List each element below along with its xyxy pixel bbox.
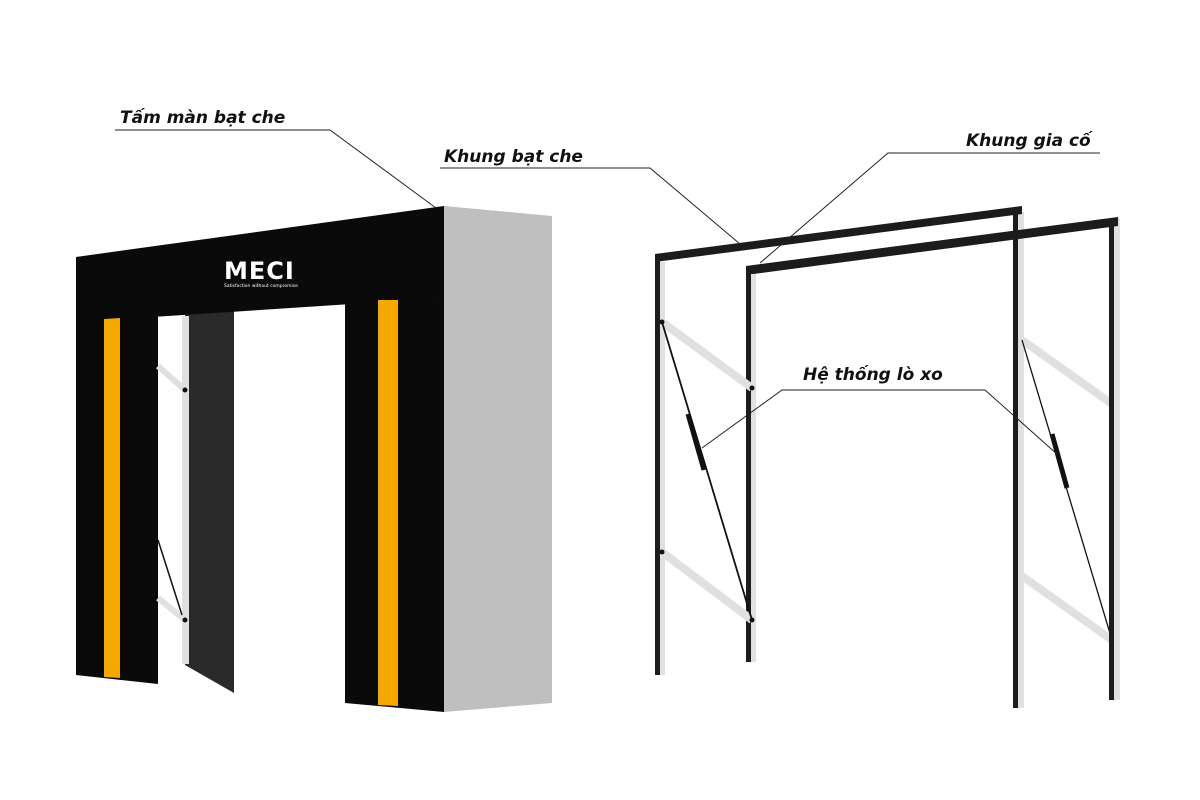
inner-pivot-upper: [182, 387, 188, 393]
canopy-frame-right-post: [1013, 210, 1018, 708]
pivot-left-lower-back: [749, 617, 755, 623]
leader-curtain-panel: [115, 129, 437, 209]
shelter-top-canopy: [76, 206, 444, 322]
inner-pivot-lower: [182, 617, 188, 623]
canopy-frame-left-post: [655, 254, 660, 675]
label-curtain-panel: Tấm màn bạt che: [120, 107, 285, 128]
canopy-frame-left-post-light: [660, 262, 665, 675]
leader-spring-left: [701, 389, 985, 449]
left-brace-upper: [659, 318, 755, 392]
left-curtain-stripe: [104, 318, 120, 678]
pivot-left-upper-front: [659, 319, 665, 325]
left-brace-lower: [659, 548, 755, 624]
reinforcement-frame-right-post: [1109, 222, 1114, 700]
label-reinforcement-frame: Khung gia cố: [966, 130, 1093, 151]
shelter-inner-wall: [185, 310, 234, 693]
back-right-post-shadow: [1114, 218, 1120, 700]
brand-logo: MECI: [224, 257, 295, 285]
pivot-left-lower-front: [659, 549, 665, 555]
back-left-post-shadow: [1018, 212, 1024, 708]
inner-brace-lower: [156, 595, 187, 623]
leader-canopy-frame: [440, 167, 741, 245]
right-spring-wire: [1021, 339, 1113, 641]
shelter-side-wall: [444, 206, 552, 712]
leader-reinforcement-frame: [759, 152, 1100, 264]
brand-tagline: Satisfaction without compromise: [224, 283, 298, 289]
canopy-frame-top-beam: [655, 206, 1022, 262]
reinforcement-frame-left-post-light: [751, 274, 756, 662]
right-brace-upper: [1019, 336, 1115, 408]
left-spring-coil: [685, 413, 707, 471]
reinforcement-frame-top-beam: [746, 217, 1118, 275]
callout-leaders: [115, 129, 1100, 456]
label-canopy-frame: Khung bạt che: [444, 147, 583, 167]
right-spring-coil: [1049, 433, 1070, 489]
label-spring-system: Hệ thống lò xo: [803, 364, 943, 385]
right-brace-lower: [1019, 572, 1115, 644]
reinforcement-frame-left-post: [746, 266, 751, 662]
leader-spring-right: [984, 389, 1059, 456]
pivot-left-upper-back: [749, 385, 755, 391]
inner-frame-post: [182, 316, 189, 664]
dock-shelter-assembly: MECI Satisfaction without compromise: [76, 206, 552, 712]
left-spring-wire: [661, 321, 753, 621]
right-curtain-stripe: [378, 300, 398, 706]
inner-spring-wire: [157, 539, 183, 616]
inner-brace-upper: [156, 363, 187, 393]
frame-assembly: [655, 206, 1120, 708]
